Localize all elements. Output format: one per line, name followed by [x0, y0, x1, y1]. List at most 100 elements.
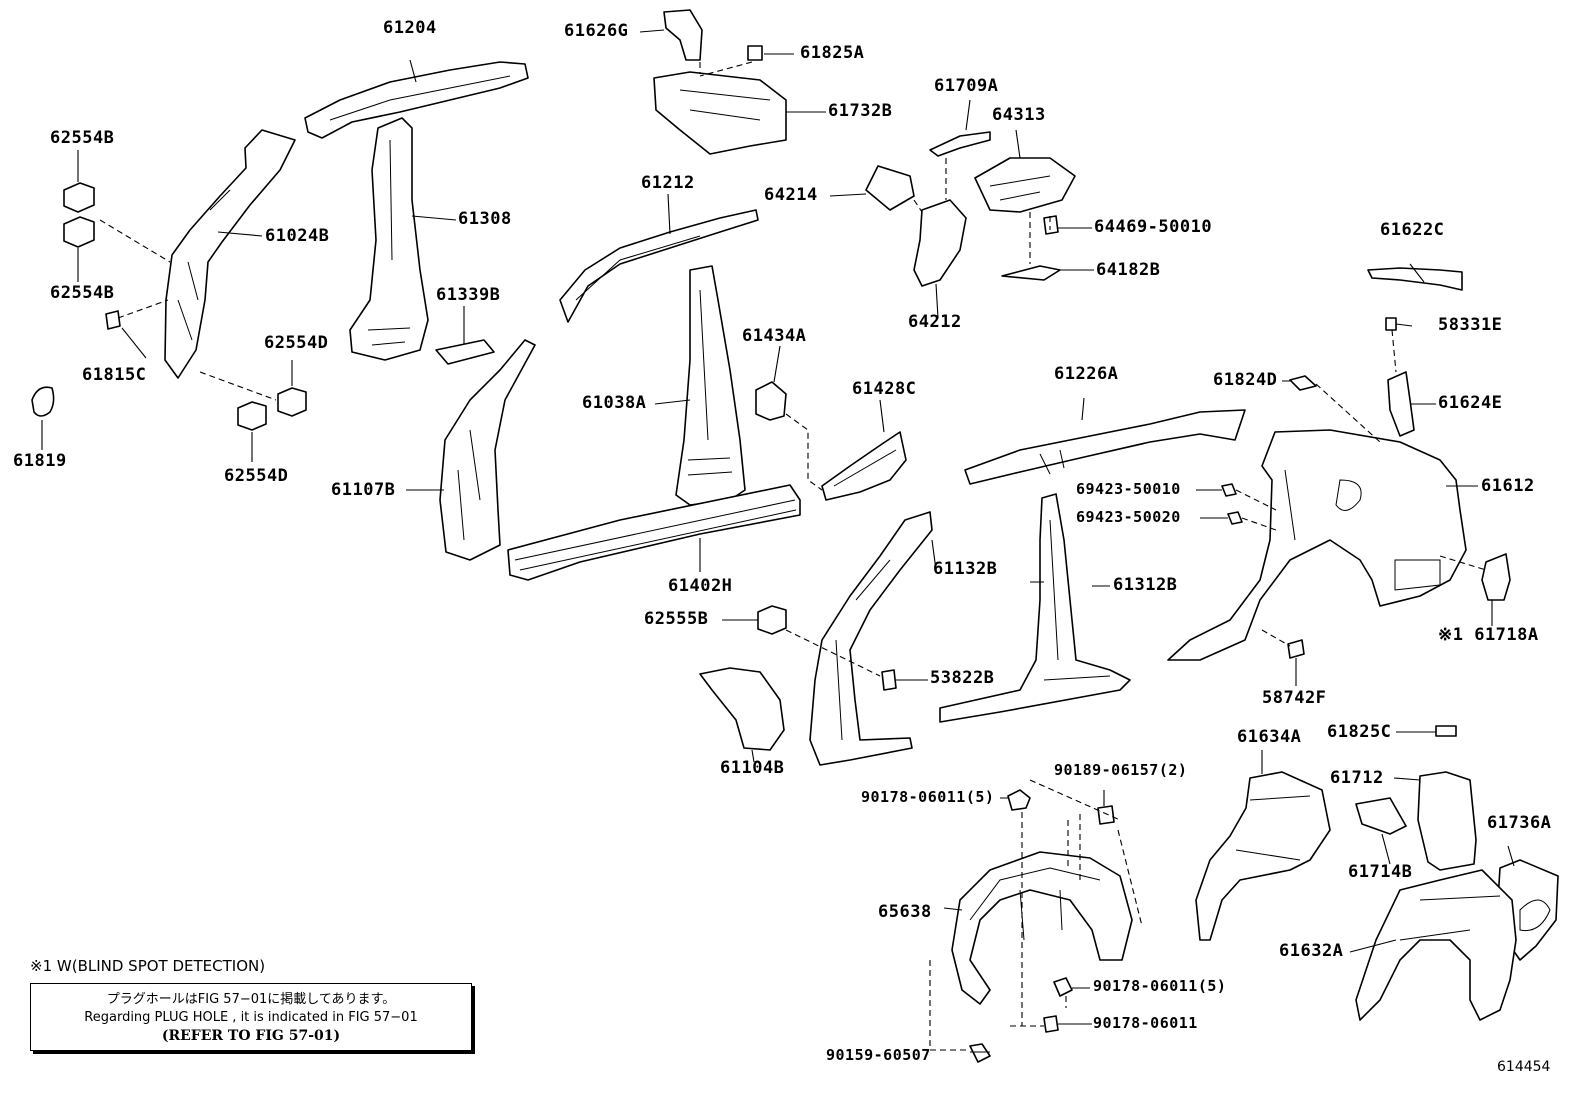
- label-64214[interactable]: 64214: [764, 185, 818, 205]
- part-53822B[interactable]: [881, 669, 897, 691]
- part-64182B[interactable]: [1001, 265, 1061, 281]
- part-61428C[interactable]: [821, 431, 907, 501]
- part-61819[interactable]: [31, 386, 55, 417]
- label-61212[interactable]: 61212: [641, 173, 695, 193]
- part-61104B[interactable]: [699, 667, 785, 751]
- label-61308[interactable]: 61308: [458, 209, 512, 229]
- part-61402H[interactable]: [507, 484, 801, 581]
- label-61204[interactable]: 61204: [383, 18, 437, 38]
- part-61712[interactable]: [1417, 771, 1477, 871]
- label-61819[interactable]: 61819: [13, 451, 67, 471]
- label-61712[interactable]: 61712: [1330, 768, 1384, 788]
- label-62554D-bottom[interactable]: 62554D: [224, 466, 289, 486]
- label-90159-60507[interactable]: 90159-60507: [826, 1046, 931, 1064]
- label-61104B[interactable]: 61104B: [720, 758, 785, 778]
- part-61312B[interactable]: [939, 493, 1131, 723]
- part-58331E[interactable]: [1385, 317, 1397, 331]
- fastener-90159-60507[interactable]: [969, 1043, 991, 1063]
- label-69423-50010[interactable]: 69423-50010: [1076, 480, 1181, 498]
- label-61402H[interactable]: 61402H: [668, 576, 733, 596]
- part-58742F[interactable]: [1287, 639, 1305, 659]
- label-61132B[interactable]: 61132B: [933, 559, 998, 579]
- part-64313[interactable]: [974, 157, 1076, 213]
- part-61024B[interactable]: [164, 129, 296, 379]
- fastener-90178-06011-a[interactable]: [1007, 789, 1031, 811]
- part-61634A[interactable]: [1195, 771, 1331, 941]
- part-62554B-bottom[interactable]: [63, 216, 95, 248]
- label-61226A[interactable]: 61226A: [1054, 364, 1119, 384]
- label-90178-06011-a[interactable]: 90178-06011(5): [861, 788, 995, 806]
- label-58742F[interactable]: 58742F: [1262, 688, 1327, 708]
- part-61732B[interactable]: [653, 71, 787, 155]
- part-61204[interactable]: [304, 61, 529, 139]
- fastener-90189-06157[interactable]: [1097, 805, 1115, 825]
- label-64182B[interactable]: 64182B: [1096, 260, 1161, 280]
- label-61434A[interactable]: 61434A: [742, 326, 807, 346]
- label-61824D[interactable]: 61824D: [1213, 370, 1278, 390]
- label-61736A[interactable]: 61736A: [1487, 813, 1552, 833]
- part-61626G[interactable]: [663, 9, 703, 61]
- label-64469-50010[interactable]: 64469-50010: [1094, 217, 1213, 237]
- part-61107B[interactable]: [439, 339, 536, 561]
- label-61714B[interactable]: 61714B: [1348, 862, 1413, 882]
- part-64214[interactable]: [865, 165, 915, 211]
- label-62554D-top[interactable]: 62554D: [264, 333, 329, 353]
- part-61132B[interactable]: [809, 511, 933, 766]
- part-61038A[interactable]: [675, 265, 746, 506]
- part-61824D[interactable]: [1289, 375, 1317, 391]
- part-61709A[interactable]: [929, 131, 991, 157]
- label-61732B[interactable]: 61732B: [828, 101, 893, 121]
- label-61825A[interactable]: 61825A: [800, 43, 865, 63]
- label-62554B-top[interactable]: 62554B: [50, 128, 115, 148]
- label-61709A[interactable]: 61709A: [934, 76, 999, 96]
- part-69423-50020[interactable]: [1227, 511, 1243, 525]
- part-61226A[interactable]: [964, 409, 1246, 485]
- label-90189-06157[interactable]: 90189-06157(2): [1054, 761, 1188, 779]
- label-64313[interactable]: 64313: [992, 105, 1046, 125]
- part-64469-50010[interactable]: [1043, 215, 1059, 235]
- label-58331E[interactable]: 58331E: [1438, 315, 1503, 335]
- part-61718A[interactable]: [1481, 553, 1511, 601]
- label-53822B[interactable]: 53822B: [930, 668, 995, 688]
- label-61622C[interactable]: 61622C: [1380, 220, 1445, 240]
- label-61825C[interactable]: 61825C: [1327, 722, 1392, 742]
- part-61714B[interactable]: [1355, 797, 1407, 835]
- part-61434A[interactable]: [755, 381, 787, 421]
- part-62555B[interactable]: [757, 605, 787, 635]
- part-61612[interactable]: [1167, 429, 1467, 661]
- label-61612[interactable]: 61612: [1481, 476, 1535, 496]
- fastener-90178-06011-c[interactable]: [1043, 1015, 1059, 1033]
- label-61038A[interactable]: 61038A: [582, 393, 647, 413]
- part-64212[interactable]: [913, 199, 967, 287]
- part-61825A[interactable]: [747, 45, 763, 61]
- label-61718A[interactable]: ※1 61718A: [1438, 625, 1539, 645]
- part-61825C[interactable]: [1435, 725, 1457, 737]
- label-61428C[interactable]: 61428C: [852, 379, 917, 399]
- label-61339B[interactable]: 61339B: [436, 285, 501, 305]
- label-61024B[interactable]: 61024B: [265, 226, 330, 246]
- part-61212[interactable]: [559, 209, 759, 323]
- label-61107B[interactable]: 61107B: [331, 480, 396, 500]
- label-69423-50020[interactable]: 69423-50020: [1076, 508, 1181, 526]
- part-61308[interactable]: [349, 117, 429, 361]
- note-refer-link[interactable]: (REFER TO FIG 57-01): [161, 1028, 341, 1044]
- label-64212[interactable]: 64212: [908, 312, 962, 332]
- fastener-90178-06011-b[interactable]: [1053, 977, 1073, 997]
- part-69423-50010[interactable]: [1221, 483, 1237, 497]
- label-61312B[interactable]: 61312B: [1113, 575, 1178, 595]
- part-61339B[interactable]: [435, 339, 495, 365]
- part-65638[interactable]: [951, 851, 1133, 1005]
- label-90178-06011-b[interactable]: 90178-06011(5): [1093, 977, 1227, 995]
- label-90178-06011-c[interactable]: 90178-06011: [1093, 1014, 1198, 1032]
- part-61624E[interactable]: [1387, 371, 1415, 437]
- label-65638[interactable]: 65638: [878, 902, 932, 922]
- label-62554B-bottom[interactable]: 62554B: [50, 283, 115, 303]
- label-61632A[interactable]: 61632A: [1279, 941, 1344, 961]
- part-61632A[interactable]: [1355, 869, 1517, 1021]
- label-62555B[interactable]: 62555B: [644, 609, 709, 629]
- part-62554D-top[interactable]: [277, 387, 307, 417]
- label-61624E[interactable]: 61624E: [1438, 393, 1503, 413]
- part-61815C[interactable]: [105, 310, 121, 330]
- part-62554D-bottom[interactable]: [237, 401, 267, 431]
- part-62554B-top[interactable]: [63, 182, 95, 213]
